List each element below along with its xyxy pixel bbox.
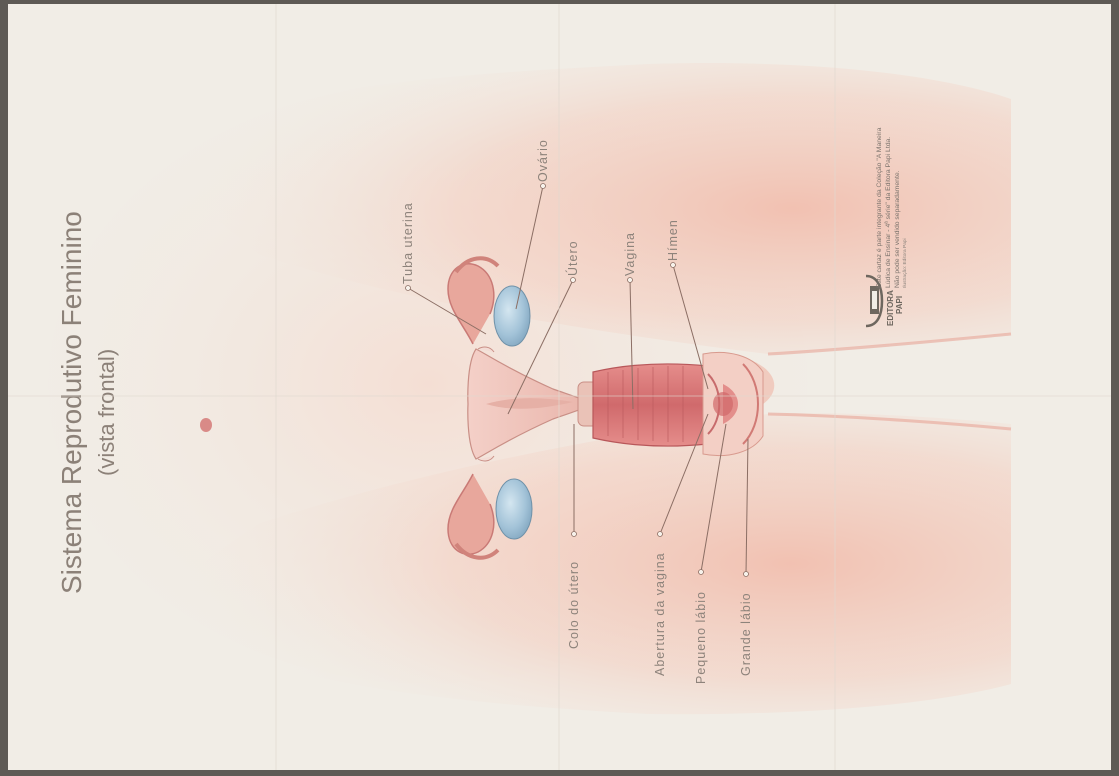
label-pequeno-labio: Pequeno lábio	[694, 591, 708, 684]
credit-line-1: Este cartaz é parte integrante da Coleçã…	[876, 127, 883, 288]
poster-subtitle: (vista frontal)	[94, 349, 119, 476]
dot-grande-labio	[744, 572, 749, 577]
navel	[200, 418, 212, 432]
dot-pequeno-labio	[699, 570, 704, 575]
dot-utero	[571, 278, 576, 283]
dot-abertura-da-vagina	[658, 532, 663, 537]
label-grande-labio: Grande lábio	[739, 592, 753, 676]
logo-name-2: PAPI	[895, 296, 904, 314]
label-abertura-da-vagina: Abertura da vagina	[653, 552, 667, 676]
dot-vagina	[628, 278, 633, 283]
vagina	[593, 364, 708, 446]
dot-ovario	[541, 184, 546, 189]
dot-tuba-uterina	[406, 286, 411, 291]
label-utero: Útero	[565, 240, 580, 276]
upper-ovary	[494, 286, 530, 346]
credit-line-2: Lúdica de Ensinar - 4ª série" da Editora…	[885, 137, 892, 288]
dot-colo-do-utero	[572, 532, 577, 537]
poster-artwork: Sistema Reprodutivo Feminino (vista fron…	[8, 4, 1111, 770]
poster-title: Sistema Reprodutivo Feminino	[56, 211, 87, 594]
logo-name: EDITORA	[886, 290, 895, 326]
credit-line-3: Não pode ser vendido separadamente.	[894, 170, 901, 288]
label-vagina: Vagina	[623, 232, 637, 276]
label-colo-do-utero: Colo do útero	[567, 561, 581, 649]
label-ovario: Ovário	[536, 139, 550, 182]
label-tuba-uterina: Tuba uterina	[401, 202, 415, 284]
anatomy-poster: Sistema Reprodutivo Feminino (vista fron…	[8, 4, 1111, 770]
credit-line-4: Ilustração: Editora Papi	[902, 238, 908, 288]
logo-inner	[872, 291, 877, 309]
label-himen: Hímen	[666, 219, 680, 261]
lower-ovary	[496, 479, 532, 539]
dot-himen	[671, 263, 676, 268]
